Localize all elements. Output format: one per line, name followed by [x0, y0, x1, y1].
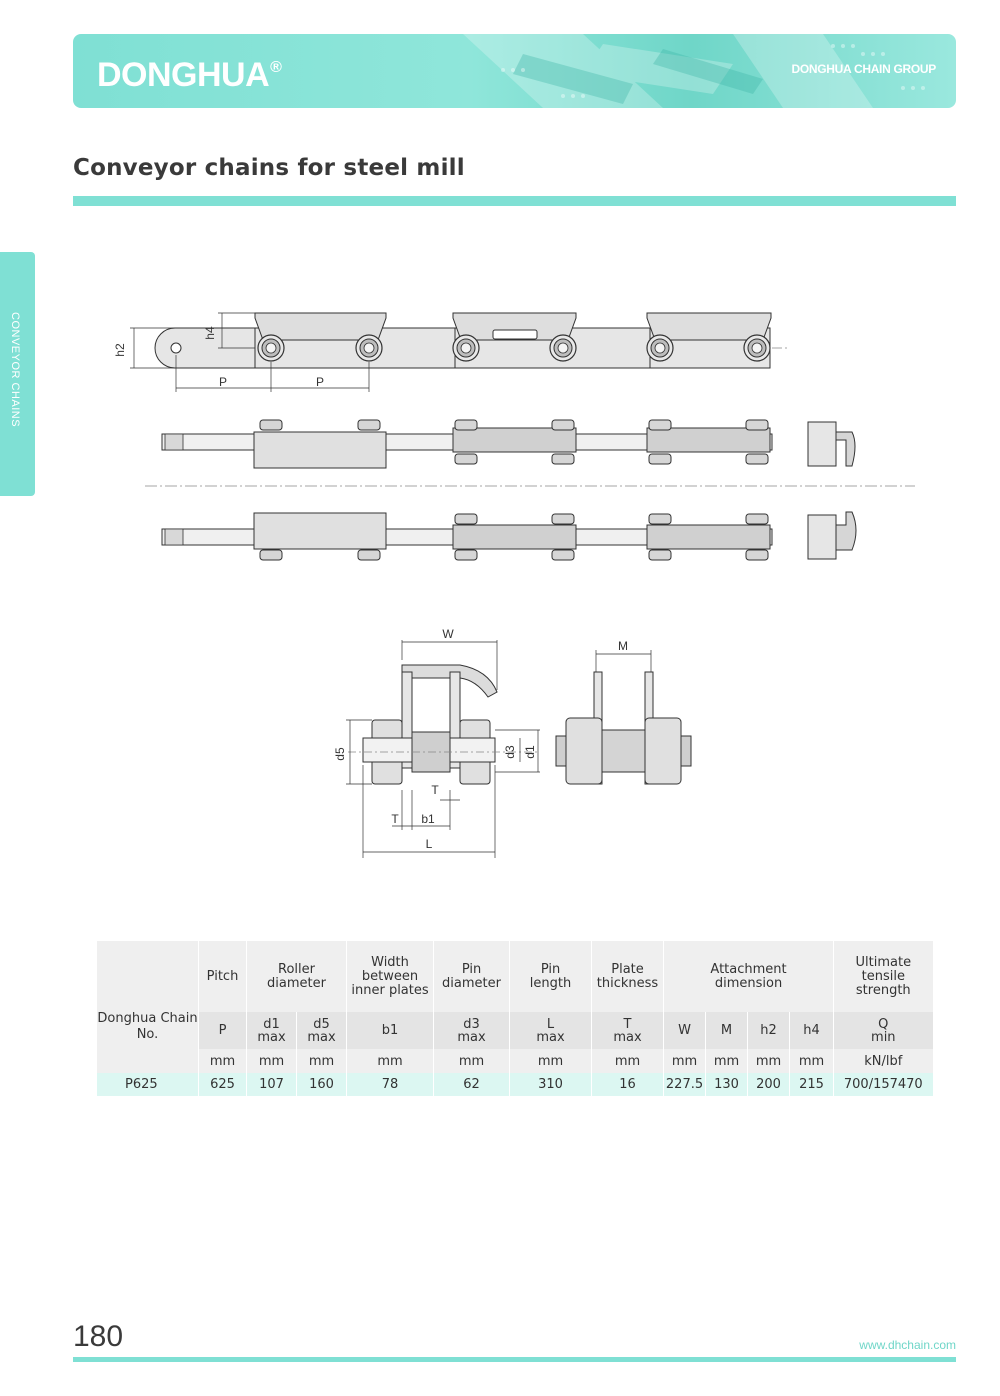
pitch-label-2: P	[316, 375, 324, 389]
table-cell: 78	[346, 1073, 434, 1096]
page-title: Conveyor chains for steel mill	[73, 155, 465, 181]
table-row: P625 625 107 160 78 62 310 16 227.5 130 …	[96, 1073, 933, 1096]
table-cell: 160	[295, 1073, 347, 1096]
d3-label: d3	[503, 745, 517, 759]
brand-logo: DONGHUA®	[97, 56, 282, 94]
unit-cell: kN/lbf	[833, 1049, 933, 1073]
sym-h4: h4	[789, 1012, 834, 1049]
end-view: M	[555, 639, 692, 785]
table-cell: 310	[509, 1073, 592, 1096]
plan-view-upper	[161, 419, 856, 469]
d1-label: d1	[523, 745, 537, 759]
footer-divider	[73, 1357, 956, 1362]
unit-cell: mm	[198, 1049, 247, 1073]
l-label: L	[426, 837, 433, 851]
w-label: W	[442, 627, 454, 641]
sym-p: P	[198, 1012, 247, 1049]
plan-view-lower	[161, 511, 857, 561]
unit-cell: mm	[246, 1049, 297, 1073]
table-cell: 700/157470	[833, 1073, 933, 1096]
table-cell: 215	[789, 1073, 834, 1096]
unit-cell: mm	[295, 1049, 347, 1073]
d5-label: d5	[333, 747, 347, 761]
table-cell: 130	[705, 1073, 748, 1096]
unit-cell: mm	[663, 1049, 706, 1073]
table-cell: P625	[96, 1073, 199, 1096]
header-row-units: mm mm mm mm mm mm mm mm mm mm mm kN/lbf	[97, 1049, 933, 1073]
cross-section-view: W d5 d3 d1 T T b1 L	[333, 627, 540, 858]
unit-cell: mm	[509, 1049, 592, 1073]
sym-b1: b1	[346, 1012, 434, 1049]
header-banner: DONGHUA® DONGHUA CHAIN GROUP	[73, 34, 956, 108]
t-label-inner: T	[431, 783, 439, 797]
unit-cell: mm	[346, 1049, 434, 1073]
page-number: 180	[73, 1320, 124, 1353]
table-cell: 227.5	[663, 1073, 706, 1096]
specs-table: Donghua Chain No. Pitch Roller diameter …	[96, 941, 933, 1096]
chain-technical-drawing: h2 h4 P P	[113, 312, 915, 858]
sym-h2: h2	[747, 1012, 790, 1049]
side-tab-label: CONVEYOR CHAINS	[9, 312, 21, 428]
unit-cell: mm	[591, 1049, 664, 1073]
m-label: M	[618, 639, 628, 653]
pitch-label-1: P	[219, 375, 227, 389]
chain-no-header: Donghua Chain No.	[96, 941, 199, 1073]
header-row-labels: Donghua Chain No. Pitch Roller diameter …	[96, 941, 933, 1073]
unit-cell: mm	[789, 1049, 834, 1073]
table-cell: 107	[246, 1073, 297, 1096]
pitch-header: Pitch	[198, 941, 247, 1012]
side-tab: CONVEYOR CHAINS	[0, 252, 35, 496]
group-name: DONGHUA CHAIN GROUP	[791, 62, 936, 76]
title-divider	[73, 196, 956, 206]
t-label: T	[391, 812, 399, 826]
side-view: h2 h4 P P	[113, 312, 790, 392]
table-cell: 16	[591, 1073, 664, 1096]
sym-m: M	[705, 1012, 748, 1049]
sym-w: W	[663, 1012, 706, 1049]
h4-label: h4	[203, 326, 217, 340]
table-cell: 200	[747, 1073, 790, 1096]
website-link[interactable]: www.dhchain.com	[859, 1338, 956, 1352]
unit-cell: mm	[705, 1049, 748, 1073]
unit-cell: mm	[433, 1049, 510, 1073]
h2-label: h2	[113, 343, 127, 357]
b1-label: b1	[421, 812, 435, 826]
banner-chain-graphic	[463, 34, 925, 108]
table-cell: 625	[198, 1073, 247, 1096]
roller-header: Roller diameter	[245, 941, 347, 1012]
unit-cell: mm	[747, 1049, 790, 1073]
table-cell: 62	[433, 1073, 510, 1096]
